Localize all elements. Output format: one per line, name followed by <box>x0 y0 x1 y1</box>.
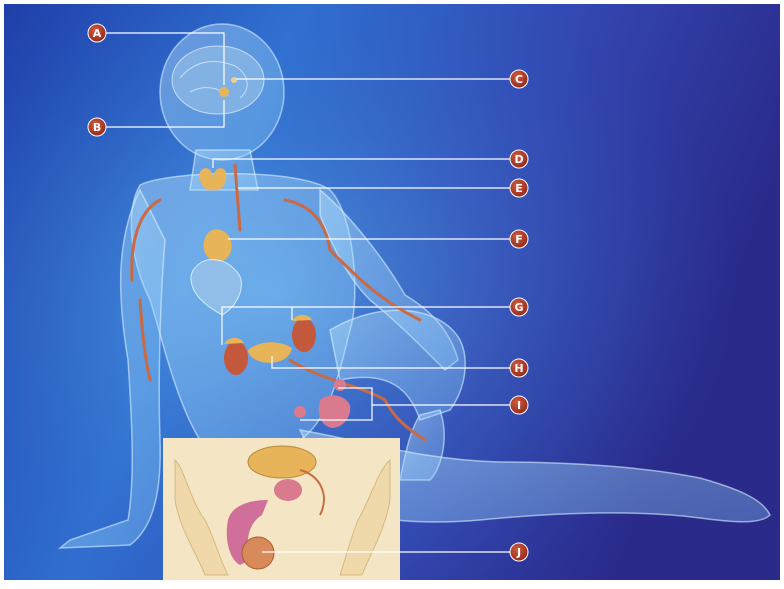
male-reproductive-inset <box>163 438 400 580</box>
leader-line-b <box>106 100 225 128</box>
leader-lines <box>106 32 510 553</box>
label-text-c: C <box>515 73 523 86</box>
label-marker-d: D <box>509 149 529 169</box>
pituitary-gland <box>219 87 229 97</box>
leader-line-a <box>106 32 225 85</box>
label-text-b: B <box>93 121 101 134</box>
label-text-f: F <box>515 233 523 246</box>
label-marker-b: B <box>87 117 107 137</box>
right-adrenal-gland <box>292 314 312 321</box>
label-marker-f: F <box>509 229 529 249</box>
leader-line-d <box>212 158 510 168</box>
label-marker-e: E <box>509 178 529 198</box>
label-marker-g: G <box>509 297 529 317</box>
left-adrenal-gland <box>224 337 244 344</box>
label-marker-c: C <box>509 69 529 89</box>
thymus <box>203 229 232 262</box>
bladder <box>247 445 317 479</box>
label-text-e: E <box>515 182 523 195</box>
penis <box>226 500 268 565</box>
label-text-h: H <box>514 362 523 375</box>
label-text-i: I <box>517 399 521 412</box>
leader-line-g <box>221 306 510 345</box>
leader-line-i <box>300 387 510 421</box>
right-kidney <box>292 318 316 352</box>
label-marker-a: A <box>87 23 107 43</box>
label-text-j: J <box>516 546 521 559</box>
label-text-d: D <box>514 153 523 166</box>
thyroid-gland <box>199 168 227 191</box>
right-ovary <box>334 379 346 391</box>
label-marker-j: J <box>509 542 529 562</box>
left-kidney <box>224 341 248 375</box>
pineal-gland <box>231 77 237 83</box>
leader-line-h <box>271 356 510 369</box>
label-marker-h: H <box>509 358 529 378</box>
pancreas <box>248 342 292 363</box>
testis <box>241 536 275 570</box>
label-text-g: G <box>514 301 523 314</box>
label-text-a: A <box>93 27 102 40</box>
brain <box>171 45 265 115</box>
label-marker-i: I <box>509 395 529 415</box>
left-ovary <box>294 406 306 418</box>
prostate <box>274 479 302 501</box>
